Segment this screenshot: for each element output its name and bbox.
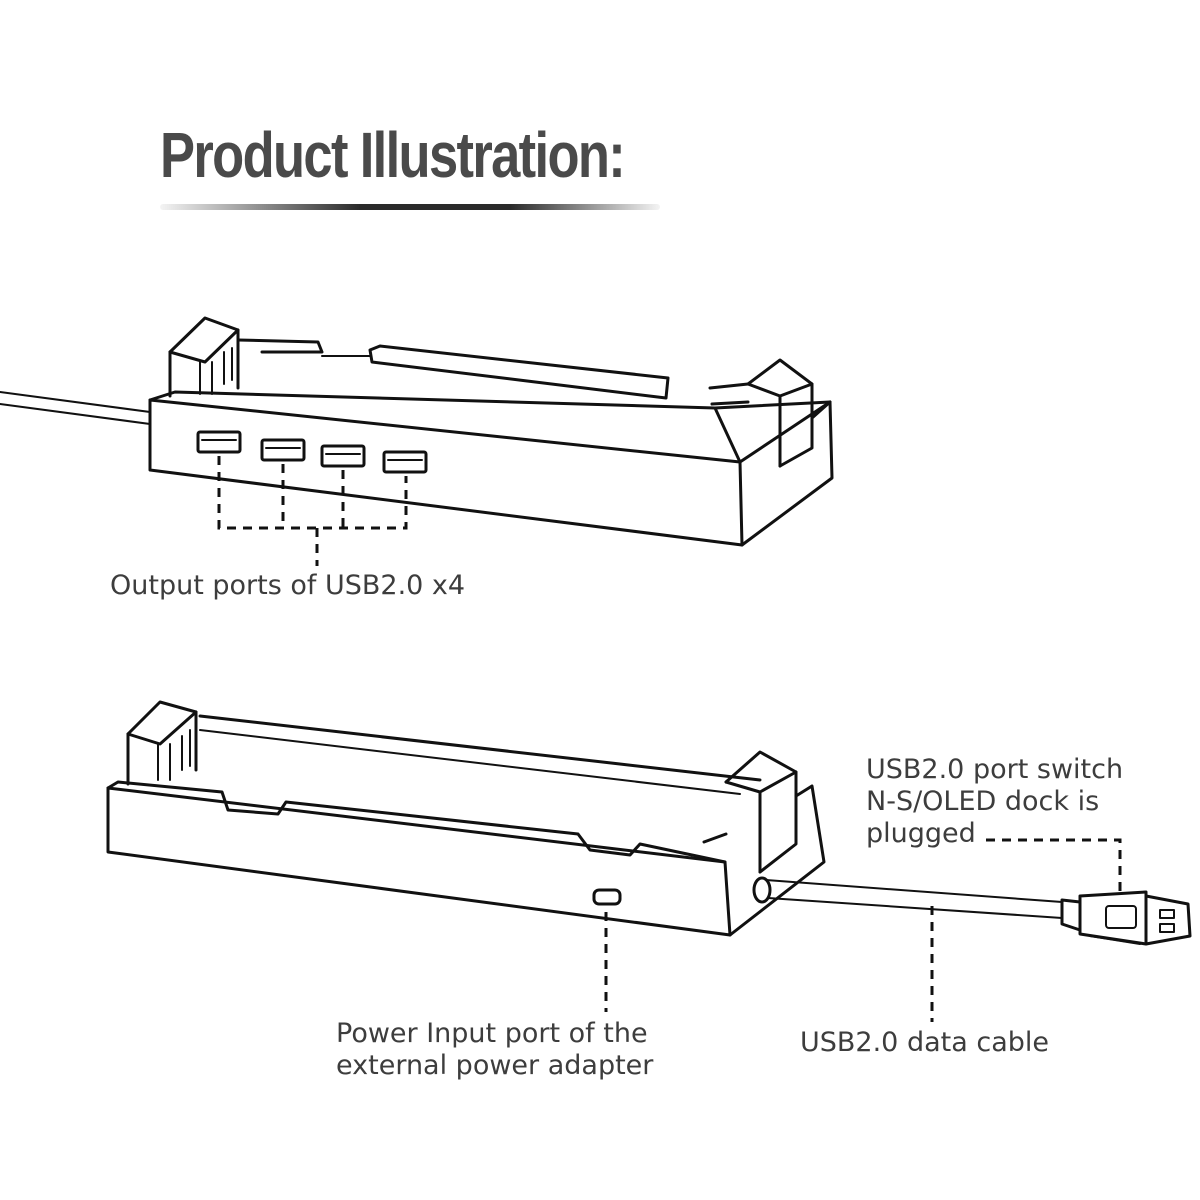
title-underline bbox=[160, 204, 660, 210]
port-switch-label-line: USB2.0 port switch bbox=[866, 754, 1124, 785]
port-switch-label: USB2.0 port switch N-S/OLED dock is plug… bbox=[866, 754, 1123, 850]
data-cable-label: USB2.0 data cable bbox=[800, 1027, 1049, 1058]
port-switch-label-line: plugged bbox=[866, 818, 976, 849]
dock-back-view bbox=[106, 700, 1192, 1022]
usb-plug-connector bbox=[1144, 894, 1192, 946]
power-input-label-line: external power adapter bbox=[336, 1050, 654, 1081]
cable-grommet bbox=[752, 876, 772, 904]
usb-port-4 bbox=[382, 450, 428, 474]
usb-port-1 bbox=[196, 430, 242, 454]
usb-port-2 bbox=[260, 438, 306, 462]
port-switch-label-line: N-S/OLED dock is bbox=[866, 786, 1100, 817]
power-input-port bbox=[592, 888, 622, 906]
power-input-label: Power Input port of the external power a… bbox=[336, 1018, 653, 1082]
page-title: Product Illustration: bbox=[160, 119, 626, 191]
usb-plug-strain-relief bbox=[1060, 898, 1082, 932]
output-ports-label: Output ports of USB2.0 x4 bbox=[110, 570, 466, 601]
dock-front-view bbox=[0, 316, 834, 566]
usb-port-3 bbox=[320, 444, 366, 468]
power-input-label-line: Power Input port of the bbox=[336, 1018, 648, 1049]
